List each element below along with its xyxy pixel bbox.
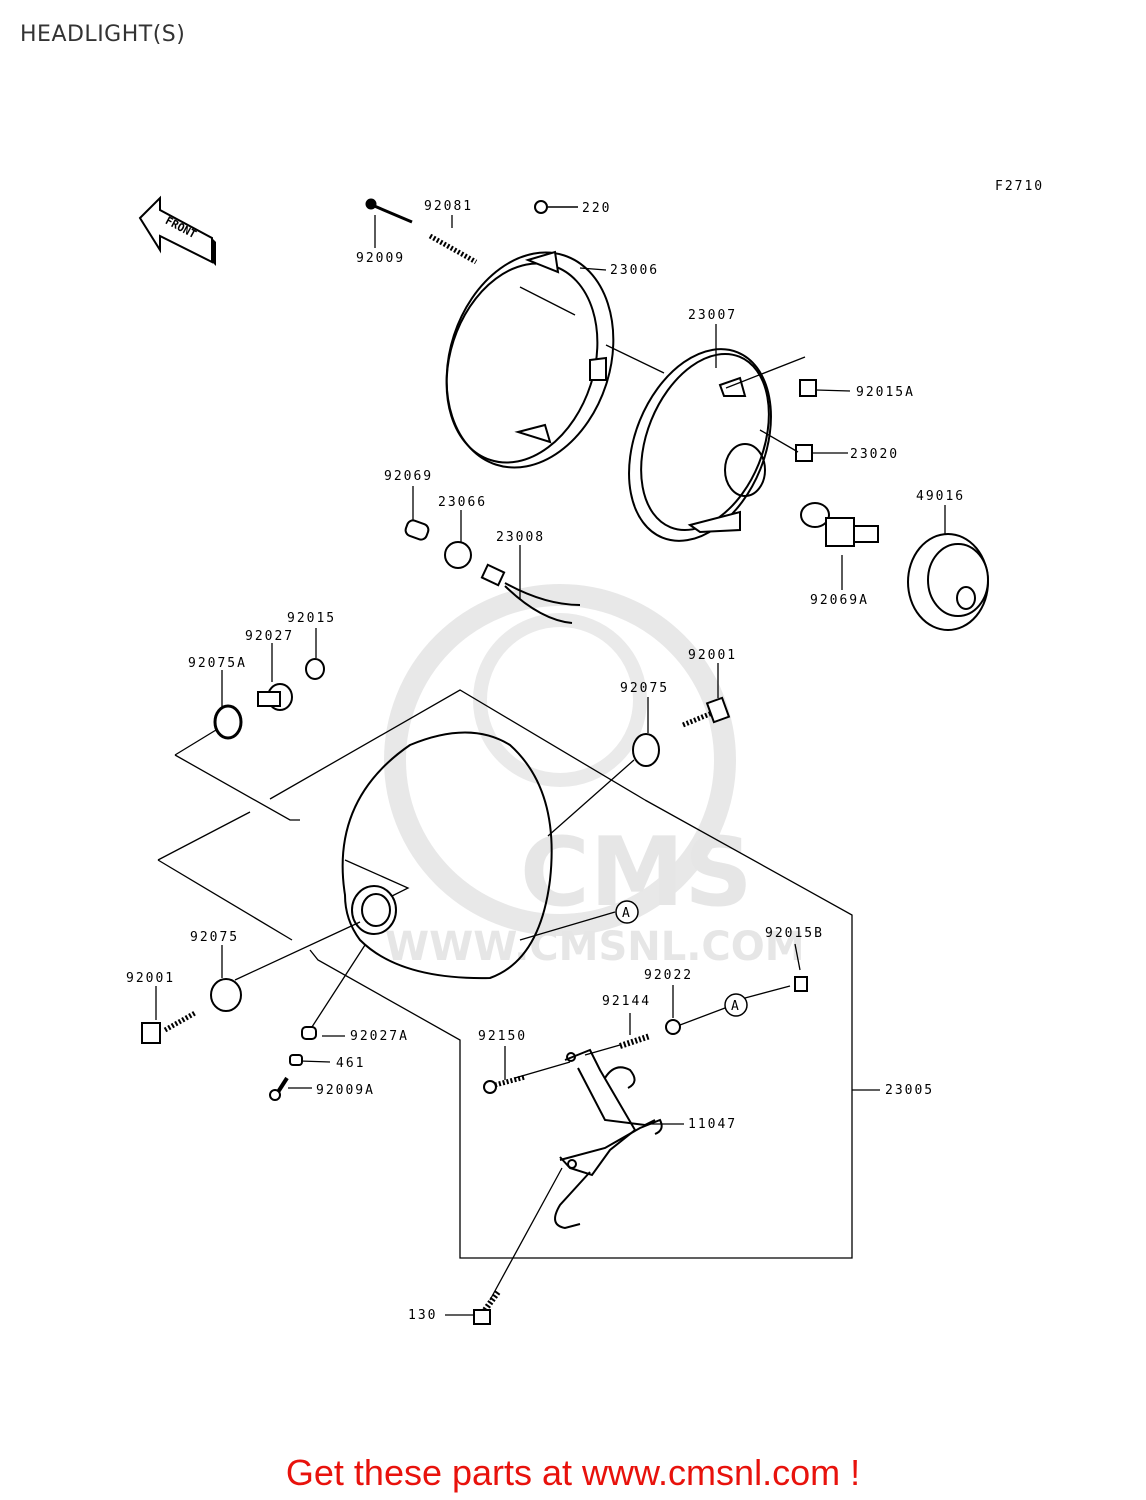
part-label-92069: 92069 — [384, 469, 433, 484]
screw-92009A — [269, 1076, 289, 1101]
part-label-11047: 11047 — [688, 1117, 737, 1132]
part-label-92001-left: 92001 — [126, 971, 175, 986]
svg-text:A: A — [622, 906, 632, 921]
headlight-housing — [341, 731, 553, 980]
part-label-92022: 92022 — [644, 968, 693, 983]
bulb-92069A — [800, 502, 879, 547]
grommet-23066 — [444, 541, 472, 569]
nut-92015A — [799, 379, 817, 397]
part-label-461: 461 — [336, 1056, 365, 1071]
part-label-92081: 92081 — [424, 199, 473, 214]
bush-92075-right — [632, 733, 660, 767]
bush-92027A — [301, 1026, 317, 1040]
part-label-92150: 92150 — [478, 1029, 527, 1044]
ref-marker-a-bracket: A — [724, 993, 748, 1017]
part-label-92069A: 92069A — [810, 593, 869, 608]
watermark: CMS WWW.CMSNL.COM — [384, 584, 805, 970]
page-title: HEADLIGHT(S) — [20, 22, 186, 47]
part-label-49016: 49016 — [916, 489, 965, 504]
washer-92022 — [665, 1019, 681, 1035]
spring-92144 — [619, 1033, 651, 1049]
figure-code: F2710 — [995, 179, 1044, 194]
watermark-url: WWW.CMSNL.COM — [385, 924, 805, 970]
part-label-92075A: 92075A — [188, 656, 247, 671]
part-label-23066: 23066 — [438, 495, 487, 510]
part-label-23008: 23008 — [496, 530, 545, 545]
screw-220 — [534, 200, 578, 214]
part-label-23007: 23007 — [688, 308, 737, 323]
part-label-92015: 92015 — [287, 611, 336, 626]
part-labels: 92009 92081 220 23006 23007 92015A 23020… — [126, 199, 965, 1323]
part-label-92075-right: 92075 — [620, 681, 669, 696]
part-label-92027: 92027 — [245, 629, 294, 644]
bush-92075-left — [210, 978, 242, 1012]
ref-marker-a-housing: A — [615, 900, 639, 924]
socket-23008 — [480, 563, 581, 624]
headlight-unit — [628, 348, 772, 542]
part-label-92009: 92009 — [356, 251, 405, 266]
nut-92015 — [305, 658, 325, 680]
part-label-23006: 23006 — [610, 263, 659, 278]
part-label-92144: 92144 — [602, 994, 651, 1009]
bolt-92150 — [483, 1074, 526, 1094]
headlight-rim — [445, 250, 615, 469]
dust-cover-49016 — [907, 533, 989, 631]
clip-461 — [289, 1054, 303, 1066]
nut-92015B — [794, 976, 808, 992]
bush-92027 — [257, 683, 293, 711]
footer-promo-link[interactable]: Get these parts at www.cmsnl.com ! — [285, 1452, 861, 1493]
screw-92009 — [365, 198, 413, 224]
washer-92075A — [213, 704, 243, 740]
part-label-23005: 23005 — [885, 1083, 934, 1098]
part-label-220: 220 — [582, 201, 611, 216]
bolt-92001-left — [141, 1010, 197, 1044]
socket-92069 — [404, 519, 430, 541]
part-label-130: 130 — [408, 1308, 437, 1323]
part-label-92015A: 92015A — [856, 385, 915, 400]
svg-text:A: A — [731, 999, 741, 1014]
part-label-92075-left: 92075 — [190, 930, 239, 945]
part-label-92015B: 92015B — [765, 926, 824, 941]
bolt-130 — [473, 1290, 501, 1325]
bracket-11047 — [554, 1048, 663, 1230]
bolt-92001-right — [682, 696, 731, 728]
front-arrow-icon: FRONT — [138, 195, 216, 266]
nut-23020 — [795, 444, 813, 462]
part-label-23020: 23020 — [850, 447, 899, 462]
leader-lines — [155, 215, 946, 1316]
part-label-92009A: 92009A — [316, 1083, 375, 1098]
part-label-92027A: 92027A — [350, 1029, 409, 1044]
spring-92081 — [428, 233, 478, 265]
part-label-92001-right: 92001 — [688, 648, 737, 663]
